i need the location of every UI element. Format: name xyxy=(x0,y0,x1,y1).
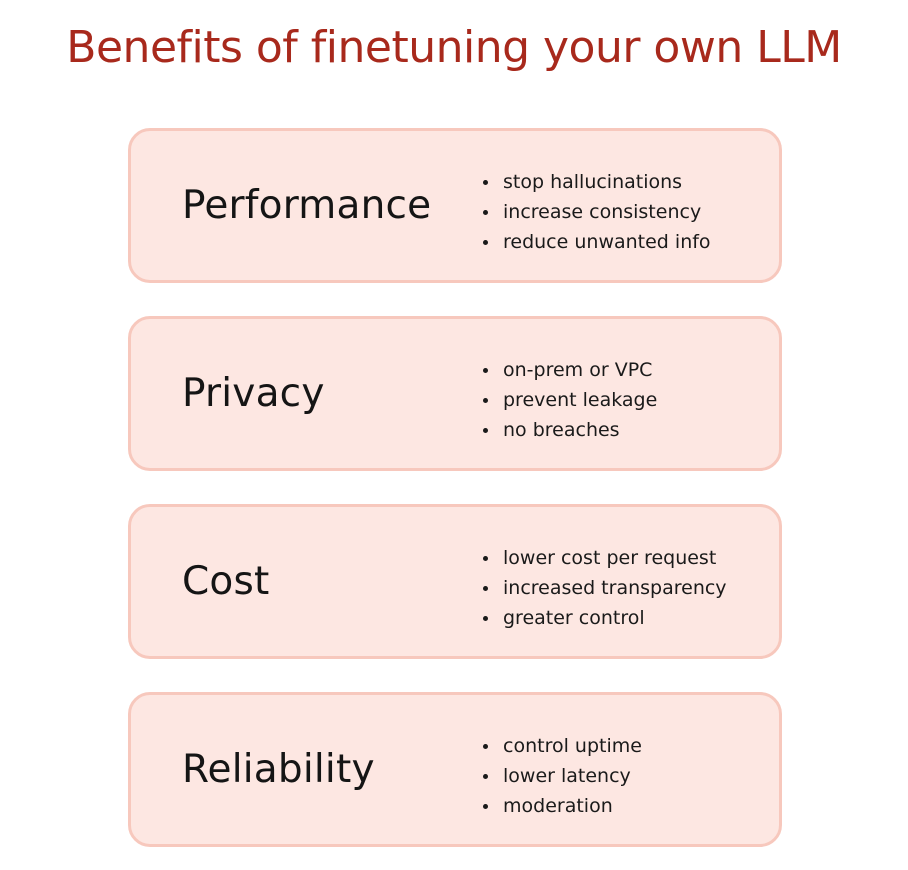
bullet-dot-icon xyxy=(483,773,488,779)
bullet-dot-icon xyxy=(483,743,488,749)
bullet-text: control uptime xyxy=(503,735,642,757)
bullet-text: no breaches xyxy=(503,419,620,441)
bullet-dot-icon xyxy=(483,209,488,215)
bullet-dot-icon xyxy=(483,367,488,373)
bullet-text: increased transparency xyxy=(503,577,727,599)
bullet-text: increase consistency xyxy=(503,201,702,223)
card-label: Cost xyxy=(182,559,270,604)
bullet-dot-icon xyxy=(483,397,488,403)
bullet-item: stop hallucinations xyxy=(483,167,711,197)
bullet-dot-icon xyxy=(483,239,488,245)
bullet-item: prevent leakage xyxy=(483,385,657,415)
bullet-dot-icon xyxy=(483,555,488,561)
bullet-item: no breaches xyxy=(483,415,657,445)
bullet-text: prevent leakage xyxy=(503,389,658,411)
bullet-text: lower latency xyxy=(503,765,631,787)
bullet-list: control uptime lower latency moderation xyxy=(483,731,642,821)
bullet-text: on-prem or VPC xyxy=(503,359,653,381)
bullet-dot-icon xyxy=(483,615,488,621)
bullet-text: reduce unwanted info xyxy=(503,231,711,253)
bullet-item: moderation xyxy=(483,791,642,821)
bullet-item: on-prem or VPC xyxy=(483,355,657,385)
bullet-item: reduce unwanted info xyxy=(483,227,711,257)
card-reliability: Reliability control uptime lower latency… xyxy=(128,692,782,847)
page-title: Benefits of finetuning your own LLM xyxy=(66,22,842,73)
bullet-list: lower cost per request increased transpa… xyxy=(483,543,727,633)
bullet-list: on-prem or VPC prevent leakage no breach… xyxy=(483,355,657,445)
bullet-dot-icon xyxy=(483,803,488,809)
card-label: Performance xyxy=(182,183,432,228)
bullet-dot-icon xyxy=(483,427,488,433)
bullet-item: greater control xyxy=(483,603,727,633)
card-privacy: Privacy on-prem or VPC prevent leakage n… xyxy=(128,316,782,471)
card-label: Privacy xyxy=(182,371,325,416)
bullet-text: lower cost per request xyxy=(503,547,717,569)
bullet-list: stop hallucinations increase consistency… xyxy=(483,167,711,257)
bullet-dot-icon xyxy=(483,585,488,591)
bullet-text: stop hallucinations xyxy=(503,171,683,193)
bullet-item: lower latency xyxy=(483,761,642,791)
bullet-item: control uptime xyxy=(483,731,642,761)
card-label: Reliability xyxy=(182,747,375,792)
bullet-text: moderation xyxy=(503,795,613,817)
bullet-item: increased transparency xyxy=(483,573,727,603)
card-cost: Cost lower cost per request increased tr… xyxy=(128,504,782,659)
bullet-text: greater control xyxy=(503,607,645,629)
card-performance: Performance stop hallucinations increase… xyxy=(128,128,782,283)
bullet-item: lower cost per request xyxy=(483,543,727,573)
bullet-dot-icon xyxy=(483,179,488,185)
bullet-item: increase consistency xyxy=(483,197,711,227)
